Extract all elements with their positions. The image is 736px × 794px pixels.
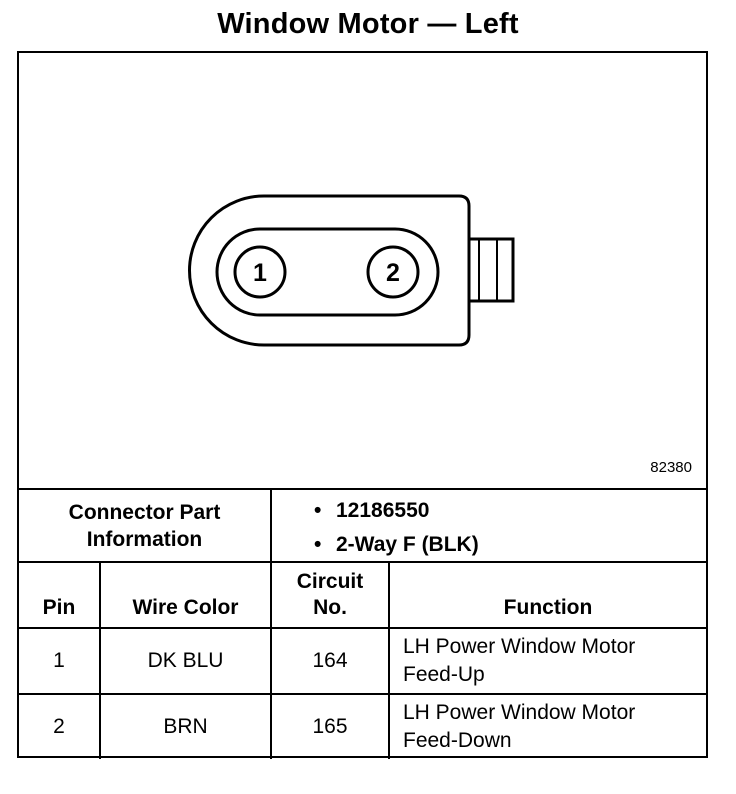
header-circuit-line1: Circuit bbox=[296, 570, 364, 593]
connector-face-drawing: 1 2 bbox=[188, 194, 515, 347]
part-number: 12186550 bbox=[336, 499, 430, 522]
cell-wire-color: BRN bbox=[99, 695, 270, 759]
header-pin: Pin bbox=[42, 596, 76, 619]
connector-info-row: Connector Part Information • 12186550 • 2-… bbox=[19, 490, 706, 563]
table-header-row: Pin Wire Color Circuit No. Function bbox=[19, 563, 706, 629]
connector-info-label-line1: Connector Part bbox=[68, 500, 221, 524]
connector-info-label-line2: Information bbox=[86, 527, 203, 551]
pin-1-label: 1 bbox=[253, 259, 267, 287]
table-row: 1 DK BLU 164 LH Power Window Motor Feed-… bbox=[19, 629, 706, 695]
cell-function: LH Power Window Motor Feed-Up bbox=[388, 629, 706, 693]
connector-frame: 1 2 82380 Connector Part Information •12… bbox=[17, 51, 708, 759]
cell-function-line2: Feed-Down bbox=[403, 729, 512, 752]
bullet: • bbox=[314, 499, 322, 522]
bullet: • bbox=[314, 533, 322, 556]
connector-info-list: • 12186550 • 2-Way F (BLK) bbox=[270, 490, 706, 561]
header-circuit-line2: No. bbox=[313, 596, 347, 619]
header-wire-color: Wire Color bbox=[99, 563, 270, 627]
cell-circuit: 165 bbox=[270, 695, 388, 759]
figure-number: 82380 bbox=[650, 459, 692, 476]
header-circuit: Circuit No. bbox=[270, 563, 388, 627]
connector-info-item: • 12186550 bbox=[314, 494, 706, 528]
connector-info-label: Connector Part Information bbox=[19, 490, 270, 561]
cell-function-line1: LH Power Window Motor bbox=[403, 635, 636, 658]
pin-1-circle bbox=[233, 245, 287, 299]
header-function: Function bbox=[388, 563, 706, 627]
cell-function-line1: LH Power Window Motor bbox=[403, 701, 636, 724]
page-title: Window Motor — Left bbox=[217, 8, 519, 40]
connector-cavity bbox=[215, 227, 440, 317]
connector-type: 2-Way F (BLK) bbox=[336, 533, 479, 556]
cell-pin: 1 bbox=[53, 649, 65, 672]
pin-2-label: 2 bbox=[386, 259, 400, 287]
connector-diagram: 1 2 82380 bbox=[19, 53, 706, 490]
connector-housing bbox=[188, 194, 471, 347]
connector-latch-tab bbox=[469, 237, 515, 303]
pin-2-circle bbox=[366, 245, 420, 299]
table-row: 2 BRN 165 LH Power Window Motor Feed-Dow… bbox=[19, 695, 706, 759]
cell-pin: 2 bbox=[53, 715, 65, 738]
cell-function: LH Power Window Motor Feed-Down bbox=[388, 695, 706, 759]
cell-circuit: 164 bbox=[270, 629, 388, 693]
cell-wire-color: DK BLU bbox=[99, 629, 270, 693]
connector-info-item: • 2-Way F (BLK) bbox=[314, 528, 706, 562]
cell-function-line2: Feed-Up bbox=[403, 663, 485, 686]
connector-latch-tab-inner bbox=[478, 239, 498, 301]
